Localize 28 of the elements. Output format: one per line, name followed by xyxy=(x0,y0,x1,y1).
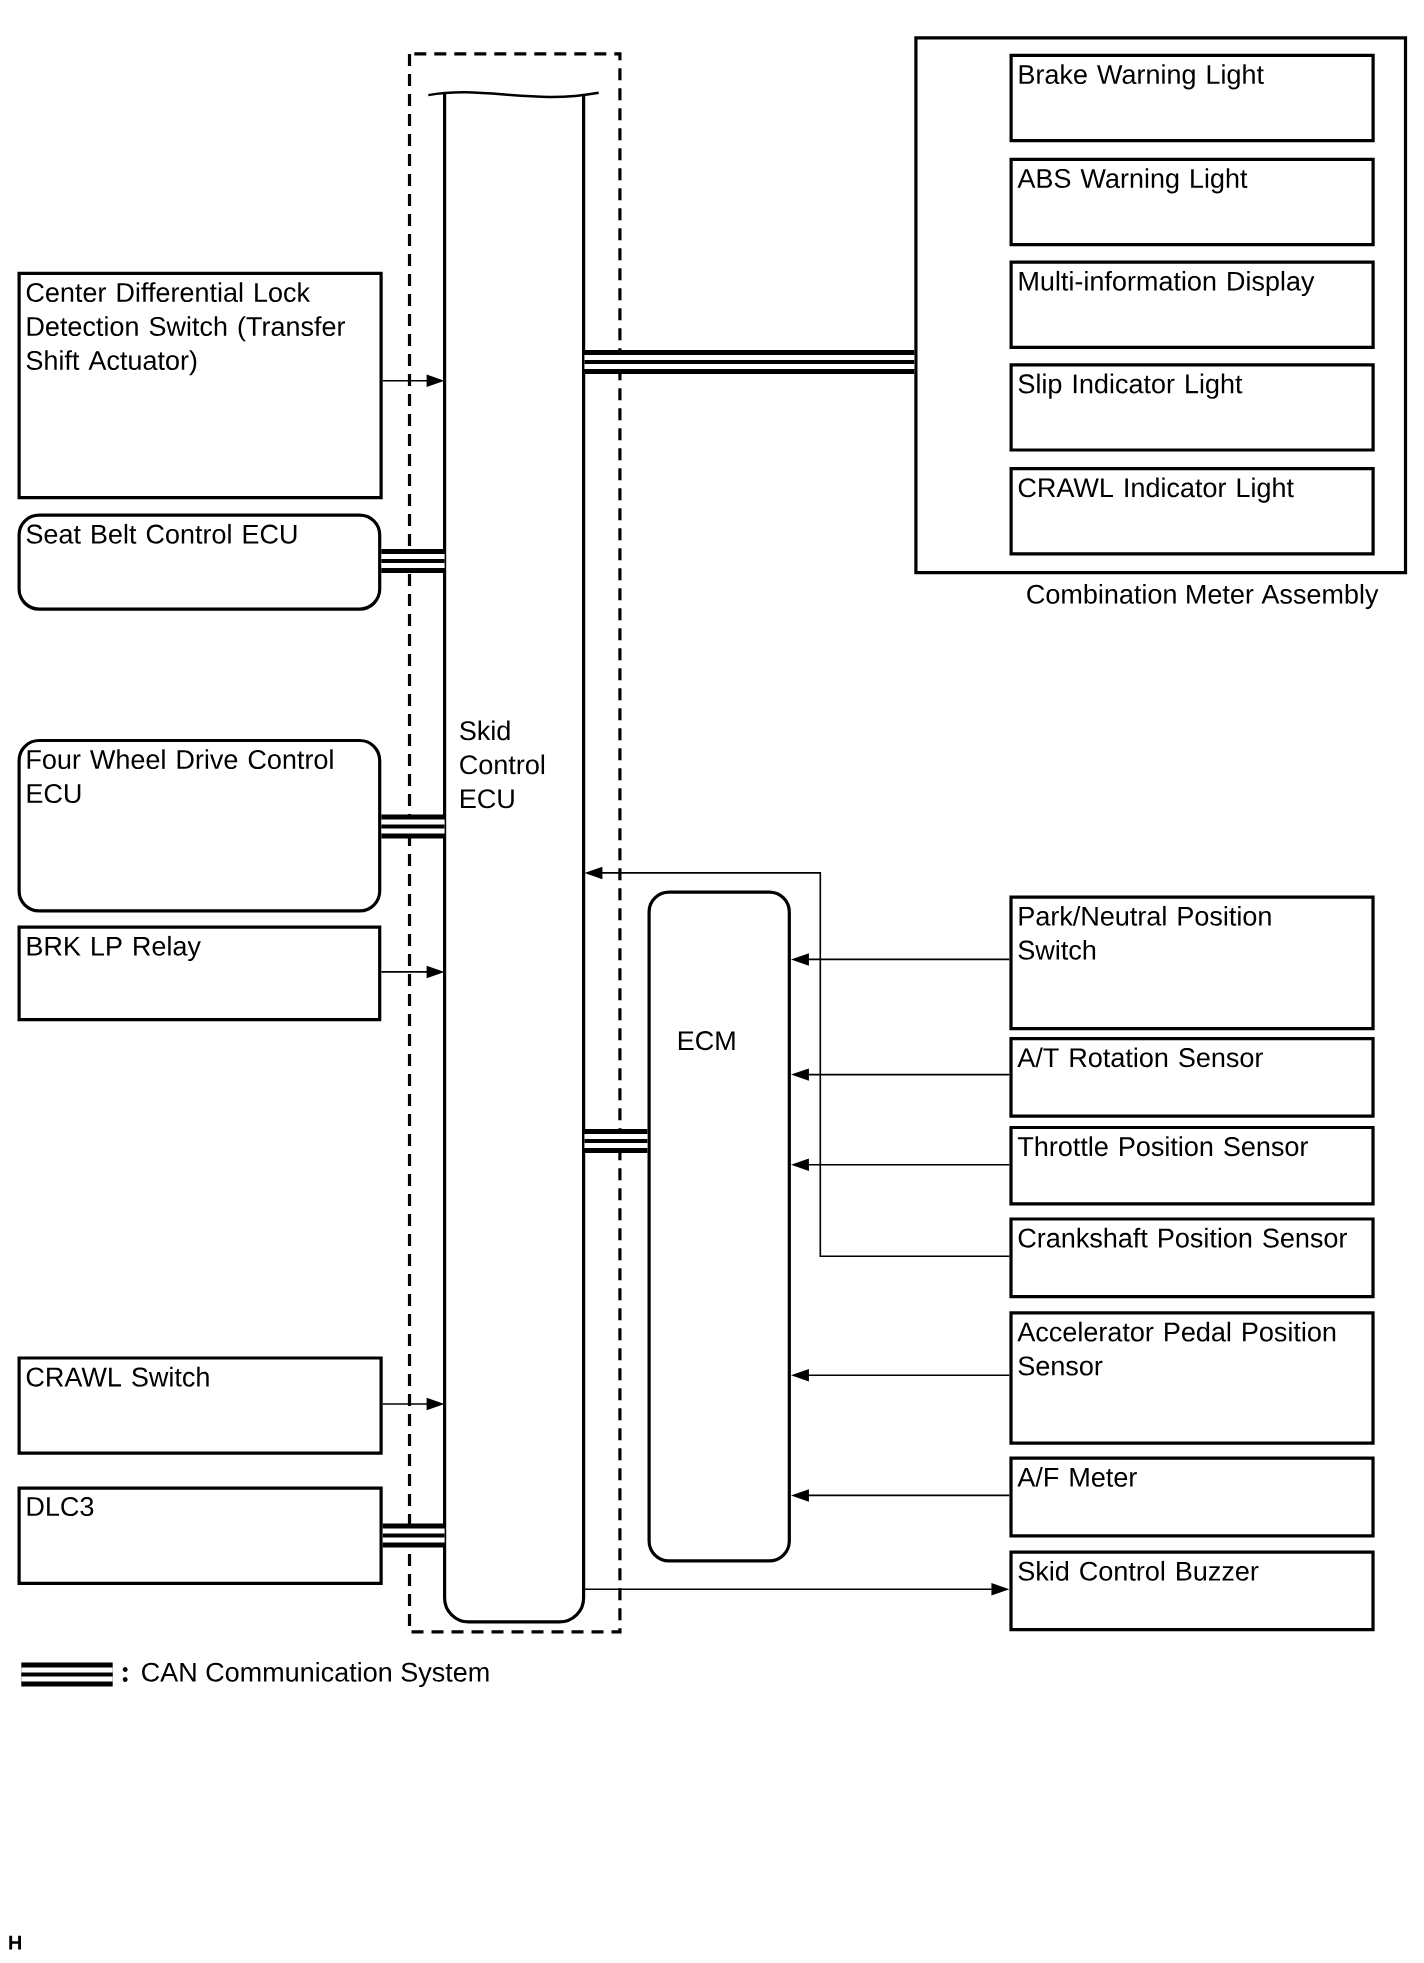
node-label: Combination Meter Assembly xyxy=(1027,584,1379,610)
ecu-column: Skid Control ECU xyxy=(428,91,599,1624)
component-box: Crankshaft Position Sensor xyxy=(1009,1217,1375,1299)
can-bus-line xyxy=(584,349,915,374)
can-bus-line xyxy=(382,1523,445,1548)
component-box: CRAWL Switch xyxy=(17,1356,383,1455)
component-box: Accelerator Pedal Position Sensor xyxy=(1009,1311,1375,1445)
component-box: CRAWL Indicator Light xyxy=(1009,467,1375,556)
can-bus-line xyxy=(584,1129,648,1153)
component-box: Skid Control Buzzer xyxy=(1009,1550,1375,1632)
ecu-box: Seat Belt Control ECU xyxy=(17,513,382,611)
component-box: Slip Indicator Light xyxy=(1009,363,1375,452)
component-box: A/F Meter xyxy=(1009,1456,1375,1538)
component-box: Brake Warning Light xyxy=(1009,53,1375,143)
component-box: ABS Warning Light xyxy=(1009,157,1375,247)
legend-text: CAN Communication System xyxy=(142,1661,489,1688)
component-box: Throttle Position Sensor xyxy=(1009,1125,1375,1206)
component-box: Park/Neutral Position Switch xyxy=(1009,895,1375,1031)
component-box: A/T Rotation Sensor xyxy=(1009,1037,1375,1118)
can-bus-line xyxy=(381,549,445,574)
can-bus-line xyxy=(381,814,445,839)
component-box: Multi-information Display xyxy=(1009,260,1375,349)
component-box: Center Differential Lock Detection Switch (Transfer Shift Actuator) xyxy=(17,271,383,500)
component-box: BRK LP Relay xyxy=(17,925,382,1022)
ecu-box: Four Wheel Drive Control ECU xyxy=(17,738,382,913)
figure-code: H xyxy=(9,1935,21,1950)
ecu-box: ECM xyxy=(647,890,791,1563)
component-box: DLC3 xyxy=(17,1486,383,1585)
